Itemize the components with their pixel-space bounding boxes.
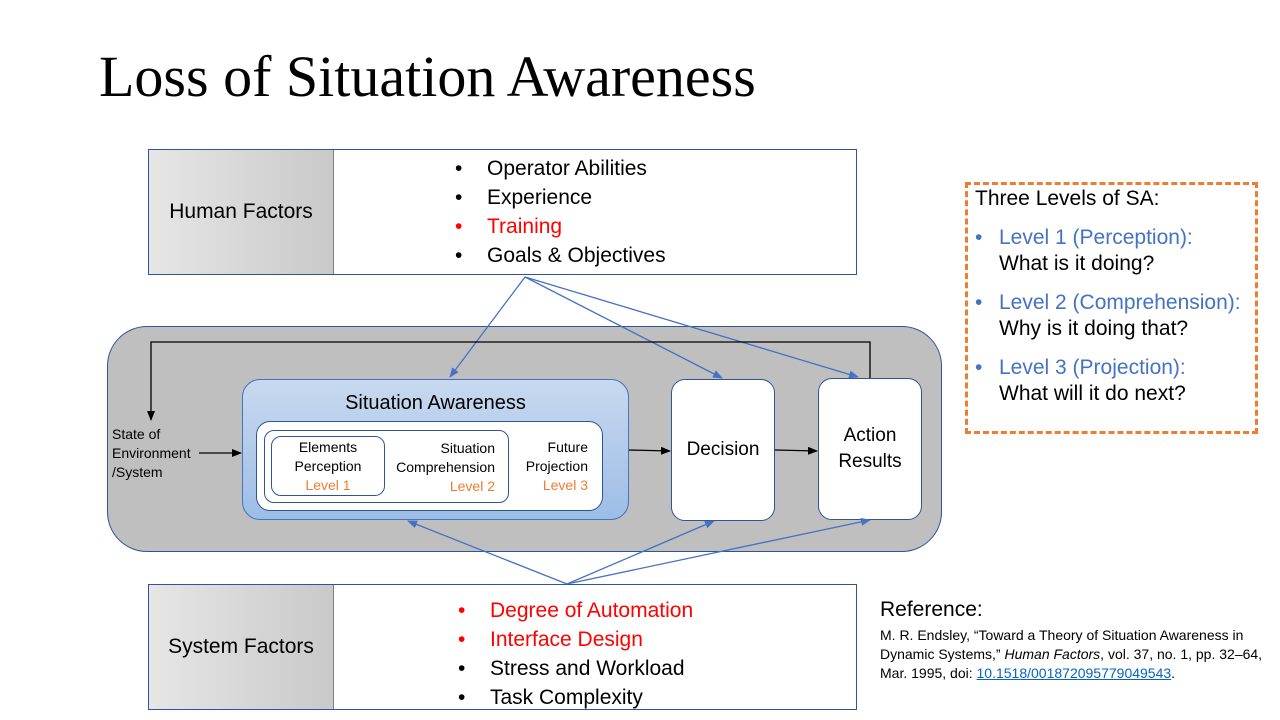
decision-box: Decision [671,379,775,521]
human-factors-label: Human Factors [149,150,334,274]
page-title: Loss of Situation Awareness [99,44,756,109]
sa-level-2-frame [264,430,509,503]
environment-label: State of Environment /System [112,426,191,480]
human-factor-item: Goals & Objectives [455,241,666,270]
decision-label: Decision [686,439,760,460]
human-factor-item: Operator Abilities [455,154,666,183]
human-factor-item: Training [455,212,666,241]
level-2-comprehension: Situation Comprehension Level 2 [396,440,495,494]
sa-level-1-frame [271,436,385,496]
level-3-projection: Future Projection Level 3 [525,439,588,493]
reference-citation: M. R. Endsley, “Toward a Theory of Situa… [880,627,1263,681]
sa-levels-callout [965,182,1258,434]
system-factor-item: Task Complexity [458,683,693,712]
situation-awareness-title: Situation Awareness [345,392,526,414]
action-results-label: Action Results [838,425,902,472]
system-factors-label: System Factors [149,585,334,709]
system-factor-item: Degree of Automation [458,596,693,625]
system-factors-list: Degree of Automation Interface Design St… [458,596,693,712]
system-factor-item: Stress and Workload [458,654,693,683]
sa-levels-title: Three Levels of SA: [975,187,1160,210]
doi-link[interactable]: 10.1518/001872095779049543 [976,665,1172,681]
human-factor-item: Experience [455,183,666,212]
level-1-perception: Elements Perception Level 1 [294,439,362,493]
action-results-box: Action Results [818,378,922,520]
human-factors-list: Operator Abilities Experience Training G… [455,154,666,270]
reference-heading: Reference: [880,598,983,621]
system-factor-item: Interface Design [458,625,693,654]
